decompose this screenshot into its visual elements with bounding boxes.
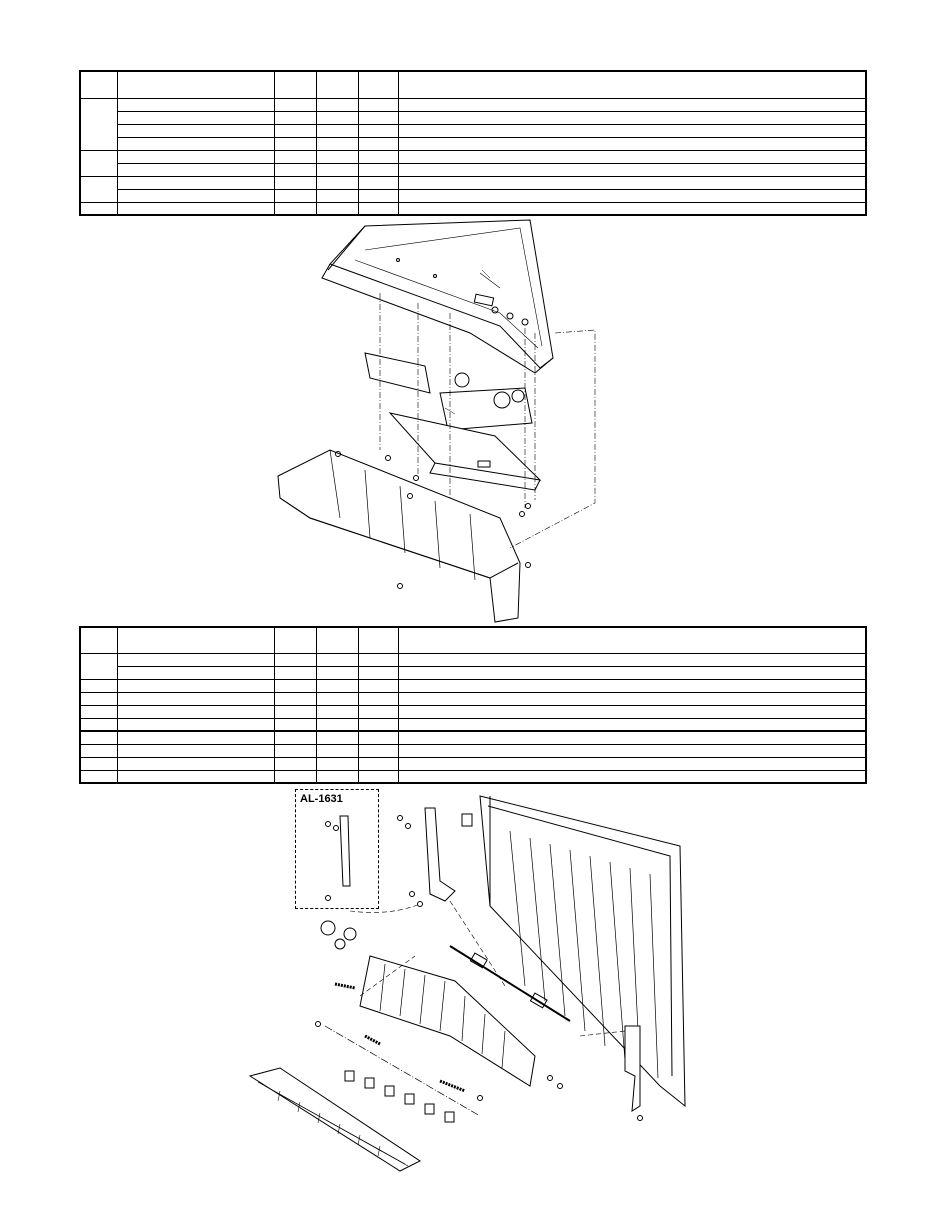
table-row [80, 136, 867, 151]
table-row [79, 149, 867, 177]
table-row [79, 678, 867, 693]
table-row [80, 162, 867, 177]
parts-table-1 [79, 70, 867, 216]
table-row [79, 201, 867, 216]
table-row [80, 665, 867, 680]
table-header-row [79, 70, 867, 99]
table-row [79, 691, 867, 706]
table-row [79, 730, 867, 745]
operation-panel-exploded-diagram [277, 219, 596, 623]
table-row [79, 97, 867, 151]
table-row [80, 188, 867, 203]
table-row [80, 123, 867, 138]
parts-table-2 [79, 626, 867, 784]
table-row [79, 756, 867, 771]
table-header-row [79, 626, 867, 654]
variant-inset-box: AL-1631 [295, 789, 379, 909]
table-row [80, 110, 867, 125]
table-row [79, 743, 867, 758]
table-row [79, 769, 867, 784]
table-row [79, 175, 867, 203]
table-row [79, 652, 867, 680]
table-row [79, 717, 867, 732]
table-row [79, 704, 867, 719]
variant-label: AL-1631 [300, 793, 343, 805]
paper-feed-unit-exploded-diagram [248, 795, 686, 1172]
